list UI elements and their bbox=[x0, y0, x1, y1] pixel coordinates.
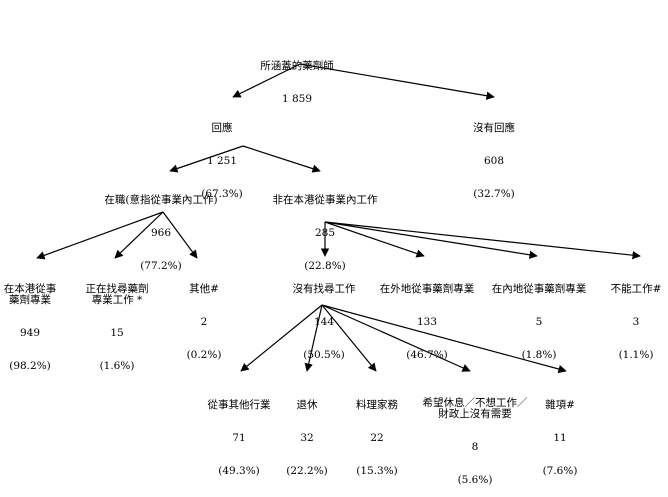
node-rest-pct: (5.6%) bbox=[457, 474, 493, 486]
node-overseas: 在外地從事藥劑專業 133 (46.7%) bbox=[380, 262, 475, 372]
node-unable-label: 不能工作# bbox=[610, 283, 662, 295]
node-employed-label: 在職(意指從事業內工作) bbox=[104, 194, 218, 206]
node-mainland-label: 在內地從事藥劑專業 bbox=[491, 283, 587, 295]
node-responded-label: 回應 bbox=[211, 122, 233, 134]
node-misc-pct: (7.6%) bbox=[542, 465, 578, 477]
node-mainland: 在內地從事藥劑專業 5 (1.8%) bbox=[492, 262, 587, 372]
connector-np-overseas bbox=[324, 221, 425, 258]
node-root-label: 所涵蓋的藥劑師 bbox=[260, 60, 334, 72]
node-not-seeking-pct: (50.5%) bbox=[303, 349, 345, 361]
node-employed-count: 966 bbox=[150, 227, 172, 239]
node-overseas-count: 133 bbox=[416, 316, 438, 328]
node-rest-count: 8 bbox=[471, 441, 479, 453]
node-others-a: 其他# 2 (0.2%) bbox=[187, 262, 222, 372]
node-employed: 在職(意指從事業內工作) 966 (77.2%) bbox=[104, 173, 217, 283]
connector-ns-rest bbox=[321, 304, 471, 372]
node-misc-count: 11 bbox=[553, 432, 567, 444]
node-hk-pharmacy: 在本港從事 藥劑專業 949 (98.2%) bbox=[4, 262, 57, 383]
node-no-response: 沒有回應 608 (32.7%) bbox=[473, 101, 515, 211]
flow-diagram bbox=[36, 63, 641, 374]
node-not-seeking-count: 144 bbox=[313, 316, 335, 328]
node-not-practising-hk-count: 285 bbox=[314, 227, 336, 239]
node-retired-label: 退休 bbox=[296, 399, 318, 411]
connector-responded-not-practising bbox=[242, 145, 321, 173]
connector-ns-retired bbox=[304, 304, 323, 372]
node-not-practising-hk-label: 非在本港從事業內工作 bbox=[272, 194, 378, 206]
node-housework: 料理家務 22 (15.3%) bbox=[356, 378, 398, 488]
node-misc: 雜項# 11 (7.6%) bbox=[543, 378, 578, 488]
node-overseas-pct: (46.7%) bbox=[406, 349, 448, 361]
node-not-practising-hk-pct: (22.8%) bbox=[304, 260, 346, 272]
branch-responded bbox=[169, 145, 321, 173]
node-seeking-pharmacy-label: 正在找尋藥劑 專業工作 * bbox=[85, 283, 149, 306]
connector-employed-seeking bbox=[114, 211, 164, 259]
node-hk-pharmacy-label: 在本港從事 藥劑專業 bbox=[3, 283, 57, 306]
branch-root bbox=[232, 63, 495, 100]
connector-responded-employed bbox=[169, 145, 244, 173]
node-mainland-count: 5 bbox=[535, 316, 543, 328]
node-retired-pct: (22.2%) bbox=[286, 465, 328, 477]
node-retired-count: 32 bbox=[300, 432, 314, 444]
node-not-seeking: 沒有找尋工作 144 (50.5%) bbox=[293, 262, 356, 372]
node-not-practising-hk: 非在本港從事業內工作 285 (22.8%) bbox=[273, 173, 378, 283]
node-others-a-pct: (0.2%) bbox=[186, 349, 222, 361]
node-responded-pct: (67.3%) bbox=[201, 188, 243, 200]
node-unable-pct: (1.1%) bbox=[618, 349, 654, 361]
node-rest: 希望休息／不想工作／ 財政上沒有需要 8 (5.6%) bbox=[423, 376, 528, 497]
node-other-job-pct: (49.3%) bbox=[218, 465, 260, 477]
node-responded: 回應 1 251 (67.3%) bbox=[201, 101, 243, 211]
node-no-response-pct: (32.7%) bbox=[473, 188, 515, 200]
node-mainland-pct: (1.8%) bbox=[521, 349, 557, 361]
node-housework-pct: (15.3%) bbox=[356, 465, 398, 477]
node-hk-pharmacy-pct: (98.2%) bbox=[9, 360, 51, 372]
node-seeking-pharmacy: 正在找尋藥劑 專業工作 * 15 (1.6%) bbox=[86, 262, 149, 383]
node-other-job-count: 71 bbox=[232, 432, 246, 444]
connector-root-responded bbox=[232, 63, 301, 98]
node-other-job: 從事其他行業 71 (49.3%) bbox=[208, 378, 271, 488]
node-misc-label: 雜項# bbox=[545, 399, 575, 411]
node-others-a-count: 2 bbox=[200, 316, 208, 328]
connector-ns-other-job bbox=[240, 304, 323, 372]
node-rest-label: 希望休息／不想工作／ 財政上沒有需要 bbox=[422, 397, 528, 420]
node-no-response-label: 沒有回應 bbox=[473, 122, 515, 134]
node-root-count: 1 859 bbox=[281, 93, 313, 105]
node-other-job-label: 從事其他行業 bbox=[207, 399, 271, 411]
node-hk-pharmacy-count: 949 bbox=[19, 327, 41, 339]
node-unable: 不能工作# 3 (1.1%) bbox=[611, 262, 662, 372]
connector-ns-housework bbox=[321, 304, 377, 372]
node-employed-pct: (77.2%) bbox=[140, 260, 182, 272]
connector-np-unable bbox=[324, 221, 641, 260]
node-no-response-count: 608 bbox=[483, 155, 505, 167]
node-overseas-label: 在外地從事藥劑專業 bbox=[379, 283, 475, 295]
node-retired: 退休 32 (22.2%) bbox=[286, 378, 328, 488]
node-responded-count: 1 251 bbox=[206, 155, 238, 167]
node-not-seeking-label: 沒有找尋工作 bbox=[292, 283, 356, 295]
node-housework-count: 22 bbox=[370, 432, 384, 444]
branch-not-practising bbox=[320, 221, 641, 260]
branch-not-seeking bbox=[240, 304, 567, 374]
node-seeking-pharmacy-pct: (1.6%) bbox=[99, 360, 135, 372]
connector-employed-others bbox=[162, 211, 198, 259]
node-seeking-pharmacy-count: 15 bbox=[110, 327, 124, 339]
node-root: 所涵蓋的藥劑師 1 859 bbox=[260, 39, 334, 116]
connector-root-no-response bbox=[299, 63, 495, 100]
node-housework-label: 料理家務 bbox=[356, 399, 398, 411]
connector-employed-hk-pharmacy bbox=[36, 211, 164, 260]
node-others-a-label: 其他# bbox=[189, 283, 219, 295]
branch-employed bbox=[36, 211, 198, 260]
connector-np-mainland bbox=[324, 221, 538, 259]
connector-ns-misc bbox=[321, 304, 567, 374]
node-unable-count: 3 bbox=[632, 316, 640, 328]
